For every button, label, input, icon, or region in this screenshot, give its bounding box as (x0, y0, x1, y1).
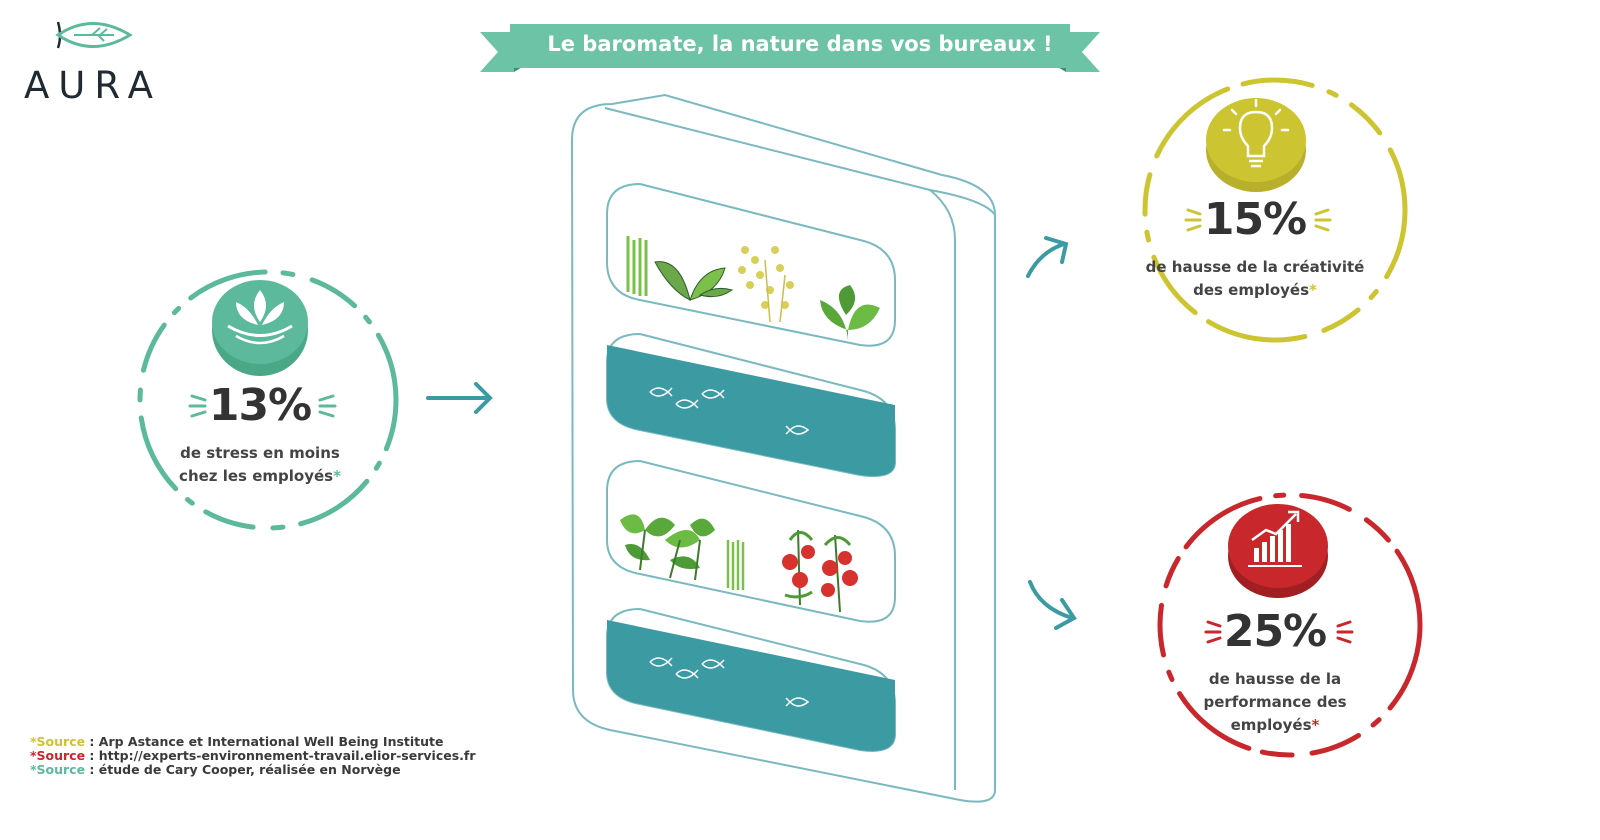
stat-creativity-desc-line1: de hausse de la créativité (1145, 258, 1365, 276)
arrow-down-right-icon (1028, 580, 1077, 630)
source-text: Arp Astance et International Well Being … (98, 734, 444, 749)
source-sep: : (85, 748, 99, 763)
banner-title: Le baromate, la nature dans vos bureaux … (547, 32, 1053, 56)
fish-leaf-icon (55, 21, 133, 49)
stat-performance-desc-line1: de hausse de la (1208, 670, 1342, 688)
source-text: http://experts-environnement-travail.eli… (98, 748, 476, 763)
asterisk: * (1311, 716, 1320, 734)
plants-bottom (620, 514, 858, 613)
stat-stress-value: 13% (208, 380, 312, 431)
title-banner (480, 24, 1100, 72)
stat-creativity-desc: de hausse de la créativité des employés* (1130, 256, 1380, 302)
stat-creativity-value: 15% (1203, 194, 1307, 245)
source-line-1: *Source : Arp Astance et International W… (30, 734, 444, 749)
stat-performance-desc-line2: performance des (1203, 693, 1347, 711)
source-label: *Source (30, 734, 86, 749)
plants-top (626, 236, 880, 340)
aquarium-water-top (607, 345, 895, 477)
dashed-circle-stress (137, 269, 399, 531)
stat-stress-desc: de stress en moins chez les employés* (150, 442, 370, 488)
source-sep: : (85, 762, 99, 777)
brand-name: AURA (24, 64, 162, 107)
stat-creativity-desc-line2: des employés (1193, 281, 1310, 299)
source-label: *Source (30, 748, 86, 763)
growth-chart-icon (1228, 504, 1328, 598)
arrow-right-icon (426, 382, 493, 414)
source-label: *Source (30, 762, 86, 777)
asterisk: * (1309, 281, 1317, 299)
stat-performance-desc-line3: employés (1230, 716, 1312, 734)
lotus-water-icon (212, 280, 308, 376)
source-text: étude de Cary Cooper, réalisée en Norvèg… (98, 762, 401, 777)
stat-stress-desc-line2: chez les employés (179, 467, 334, 485)
stat-performance-value: 25% (1223, 606, 1327, 657)
aquarium-water-bottom (607, 620, 895, 751)
asterisk: * (333, 467, 341, 485)
fish-icon (649, 387, 810, 707)
lightbulb-icon (1206, 98, 1306, 192)
source-sep: : (85, 734, 99, 749)
arrow-up-right-icon (1026, 236, 1069, 278)
dashed-circle-performance (1157, 492, 1423, 758)
source-line-2: *Source : http://experts-environnement-t… (30, 748, 476, 763)
stat-performance-desc: de hausse de la performance des employés… (1160, 668, 1390, 737)
source-line-3: *Source : étude de Cary Cooper, réalisée… (30, 762, 401, 777)
stat-stress-desc-line1: de stress en moins (180, 444, 340, 462)
dashed-circle-creativity (1142, 77, 1408, 343)
